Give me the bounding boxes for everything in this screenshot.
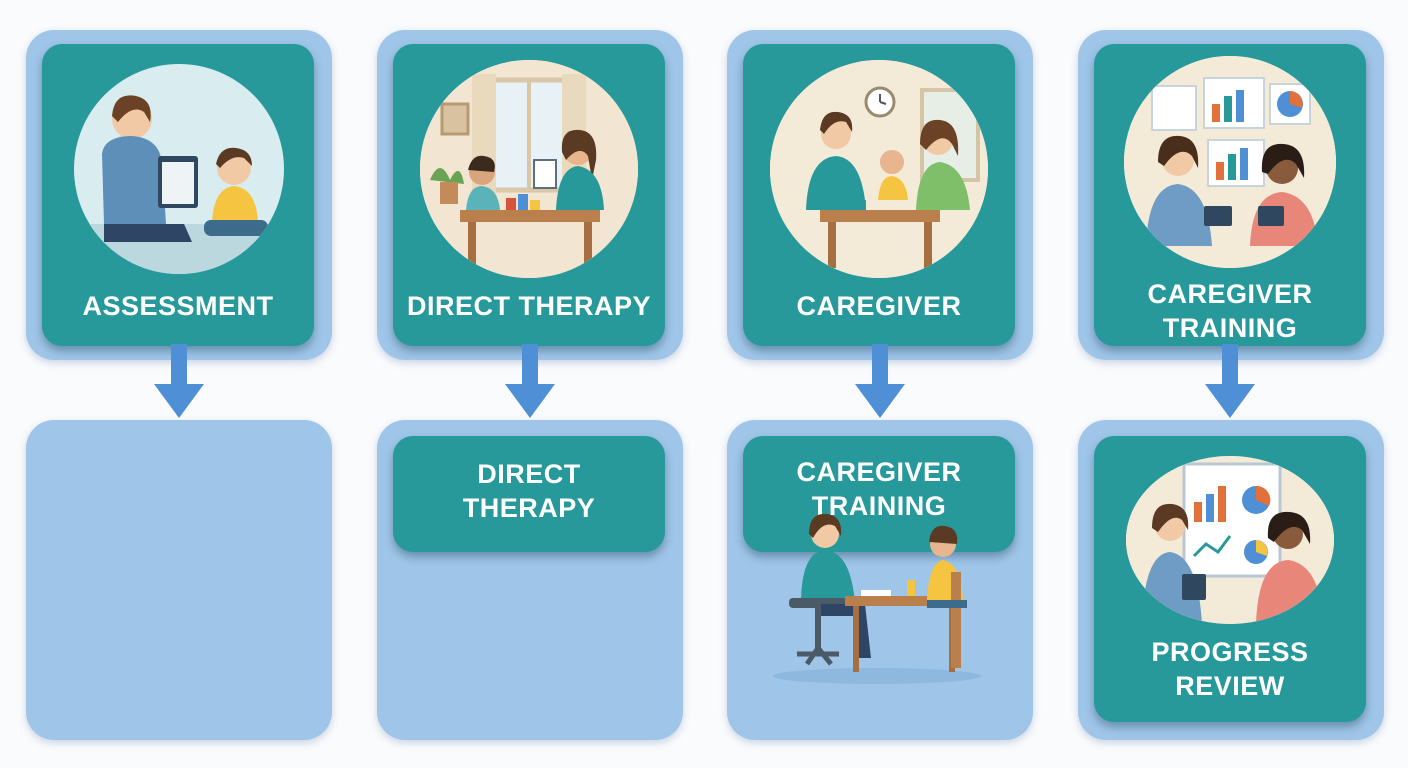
step-card-inner: ASSESSMENT [42, 44, 314, 346]
step-card-inner: DIRECT THERAPY [393, 436, 665, 552]
step-card-assessment: ASSESSMENT [26, 30, 332, 360]
step-card-inner: CAREGIVER TRAINING [743, 436, 1015, 552]
step-card-caregiver: CAREGIVER [727, 30, 1033, 360]
progress-review-illustration-icon [1126, 456, 1334, 624]
step-label: PROGRESS REVIEW [1151, 637, 1309, 701]
step-card-inner: DIRECT THERAPY [393, 44, 665, 346]
step-card-progress-review: PROGRESS REVIEW [1078, 420, 1384, 740]
assessment-illustration-icon [74, 64, 284, 274]
down-arrow-icon [154, 344, 204, 418]
step-card-inner: PROGRESS REVIEW [1094, 436, 1366, 722]
step-card-caregiver-training: CAREGIVER TRAINING [1078, 30, 1384, 360]
caregiver-illustration-icon [770, 60, 988, 278]
step-card-caregiver-training-bottom: CAREGIVER TRAINING [727, 420, 1033, 740]
table-session-illustration-icon [773, 513, 981, 684]
down-arrow-icon [505, 344, 555, 418]
step-label: CAREGIVER TRAINING [1147, 279, 1313, 343]
step-card-inner: CAREGIVER [743, 44, 1015, 346]
step-label: DIRECT THERAPY [406, 291, 651, 321]
direct-therapy-illustration-icon [420, 60, 638, 278]
step-card-direct-therapy: DIRECT THERAPY [377, 30, 683, 360]
caregiver-training-illustration-icon [1124, 56, 1336, 268]
down-arrow-icon [1205, 344, 1255, 418]
step-card-direct-therapy-bottom: DIRECT THERAPY [377, 420, 683, 740]
down-arrow-icon [855, 344, 905, 418]
step-label: DIRECT THERAPY [462, 459, 596, 523]
step-card-inner: CAREGIVER TRAINING [1094, 44, 1366, 346]
step-label: CAREGIVER [796, 291, 962, 321]
step-label: CAREGIVER TRAINING [796, 457, 962, 521]
step-card-empty [26, 420, 332, 740]
step-label: ASSESSMENT [82, 291, 274, 321]
